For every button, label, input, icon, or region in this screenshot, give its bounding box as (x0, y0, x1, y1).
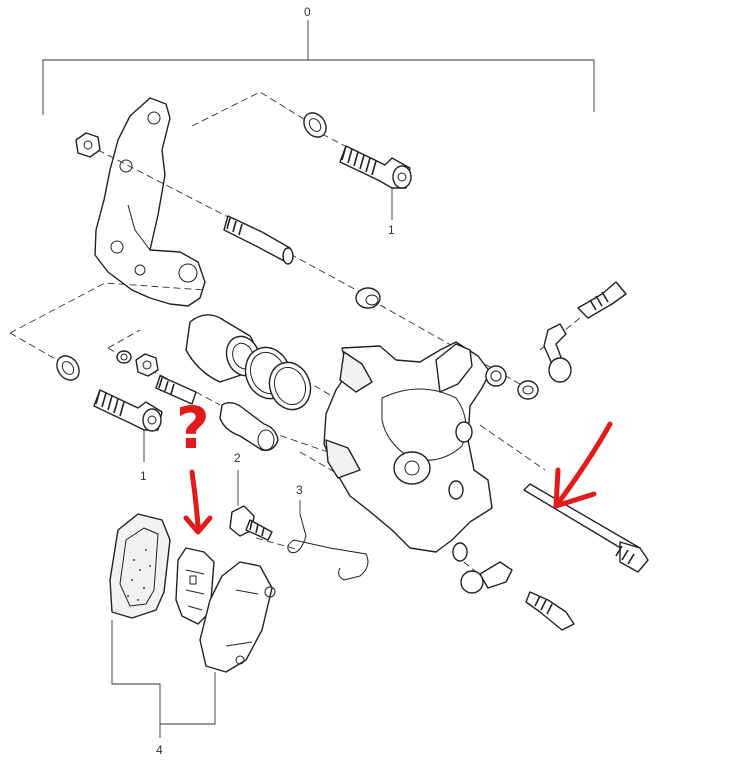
caliper-body (323, 341, 507, 562)
caliper-washer (517, 380, 539, 400)
long-slide-pin (523, 483, 649, 573)
brake-pad-right (199, 561, 276, 673)
guide-pin-boot (219, 402, 279, 451)
callout-1-upper: 1 (388, 223, 395, 237)
small-washer (116, 350, 132, 364)
guide-pin (155, 375, 197, 405)
callout-4: 4 (156, 743, 163, 757)
bushing (355, 287, 381, 309)
flange-nut-upper (75, 132, 101, 158)
bleeder-cap-upper (543, 323, 572, 383)
washer-upper (303, 112, 327, 138)
bleeder-cap-lower (460, 561, 513, 594)
red-arrow-down (183, 469, 213, 535)
callout-0: 0 (304, 5, 311, 19)
callout-1-lower: 1 (140, 469, 147, 483)
mounting-bracket (94, 97, 206, 307)
spring-clip (287, 513, 369, 581)
slide-pin (223, 215, 294, 265)
pad-friction-texture (127, 549, 151, 601)
nut-lower (135, 353, 159, 377)
assembly-bracket-leader (42, 20, 595, 115)
callout-3: 3 (296, 483, 303, 497)
assembly-axes (9, 91, 581, 576)
pad-pin-bolt (229, 505, 273, 541)
bleeder-screw-upper (577, 281, 627, 319)
red-annotation-question: ? (176, 394, 210, 462)
question-mark: ? (176, 394, 210, 462)
bolt-upper (339, 145, 412, 189)
bleeder-screw-lower (525, 591, 575, 631)
callout-2: 2 (234, 451, 241, 465)
bolt-lower (93, 389, 163, 432)
brake-pad-left (109, 513, 171, 619)
piston-seal (268, 361, 312, 411)
washer-lower (56, 355, 80, 381)
red-arrow-right (553, 421, 613, 509)
